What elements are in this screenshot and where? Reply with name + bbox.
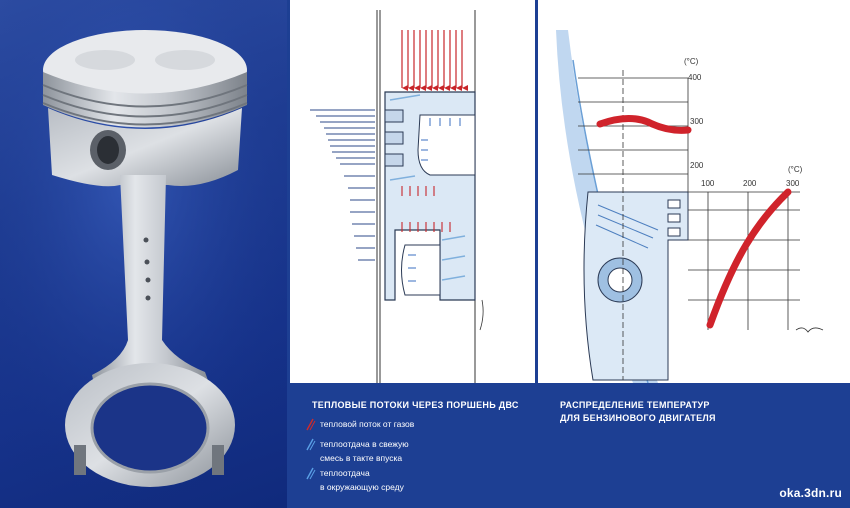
temperature-diagram: (°C) 400 300 200 (°C) 100 200 300 xyxy=(538,0,850,383)
temperature-caption: РАСПРЕДЕЛЕНИЕ ТЕМПЕРАТУР ДЛЯ БЕНЗИНОВОГО… xyxy=(538,383,850,508)
heat-flow-title: ТЕПЛОВЫЕ ПОТОКИ ЧЕРЕЗ ПОРШЕНЬ ДВС xyxy=(312,400,519,410)
red-arrow-icon xyxy=(306,418,316,431)
panel-divider xyxy=(287,0,290,508)
h-tick-100: 100 xyxy=(701,179,715,188)
site-watermark: oka.3dn.ru xyxy=(779,486,842,500)
legend-environment-2: в окружающую среду xyxy=(320,482,404,492)
temperature-title-line2: ДЛЯ БЕНЗИНОВОГО ДВИГАТЕЛЯ xyxy=(560,413,716,423)
legend-environment-1: теплоотдача xyxy=(320,468,370,478)
skirt-temperature-curve xyxy=(706,188,792,329)
blue-arrow-icon xyxy=(306,467,316,480)
heat-flow-caption: ТЕПЛОВЫЕ ПОТОКИ ЧЕРЕЗ ПОРШЕНЬ ДВС теплов… xyxy=(290,383,535,508)
blue-arrow-icon xyxy=(306,438,316,451)
v-tick-400: 400 xyxy=(688,73,702,82)
piston-photo xyxy=(0,0,289,508)
h-tick-300: 300 xyxy=(786,179,800,188)
v-axis-unit: (°C) xyxy=(684,57,699,66)
v-tick-200: 200 xyxy=(690,161,704,170)
legend-gas-heat: тепловой поток от газов xyxy=(320,419,415,429)
legend-fresh-charge-1: теплоотдача в свежую xyxy=(320,439,409,449)
panel-divider xyxy=(535,0,538,508)
heat-flow-diagram xyxy=(290,0,535,383)
h-tick-200: 200 xyxy=(743,179,757,188)
temperature-title-line1: РАСПРЕДЕЛЕНИЕ ТЕМПЕРАТУР xyxy=(560,400,710,410)
crown-temperature-curve xyxy=(596,115,692,134)
h-axis-unit: (°C) xyxy=(788,165,803,174)
legend-fresh-charge-2: смесь в такте впуска xyxy=(320,453,403,463)
v-tick-300: 300 xyxy=(690,117,704,126)
